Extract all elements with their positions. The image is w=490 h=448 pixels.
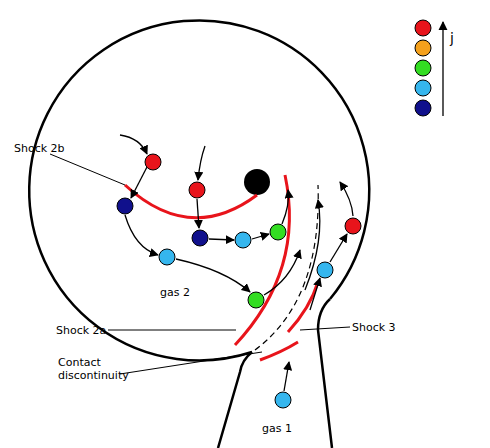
axis-label: j — [450, 32, 454, 45]
flow-arrows — [120, 135, 353, 391]
region-label: gas 2 — [160, 286, 190, 299]
shock-line — [260, 342, 298, 360]
color-scale — [415, 20, 431, 116]
contact-line — [255, 185, 318, 350]
scale-arrow — [442, 22, 443, 116]
shock-line — [235, 175, 289, 345]
interface-label: Contact discontinuity — [58, 356, 130, 382]
gas-parcels — [117, 154, 361, 408]
leader-lines — [50, 154, 350, 374]
accretor — [244, 169, 270, 195]
region-label: gas 1 — [262, 422, 292, 435]
shock-label: Shock 2b — [14, 142, 65, 155]
stream-edge — [218, 352, 252, 448]
shock-line — [288, 282, 318, 332]
shock-label: Shock 3 — [352, 321, 396, 334]
shock-label: Shock 2a — [56, 324, 106, 337]
stream-edge — [318, 299, 332, 448]
star-outline — [29, 20, 369, 360]
